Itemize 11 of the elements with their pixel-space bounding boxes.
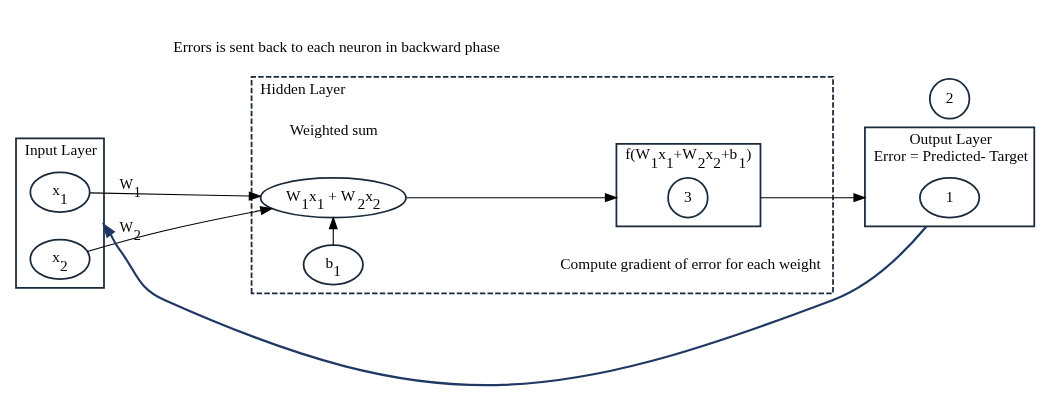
node-ellipse: 1 (919, 177, 981, 219)
arrow (405, 193, 619, 203)
node-circle: 2 (928, 78, 971, 120)
arrow (102, 222, 928, 387)
label: Errors is sent back to each neuron in backward phase (173, 38, 500, 56)
node-label: Compute gradient of error for each weight (560, 254, 821, 272)
node-label: Weighted sum (289, 120, 378, 138)
arrow (759, 193, 867, 203)
node-circle: 3 (667, 177, 709, 219)
arrow (89, 191, 262, 201)
arrow (86, 206, 274, 253)
